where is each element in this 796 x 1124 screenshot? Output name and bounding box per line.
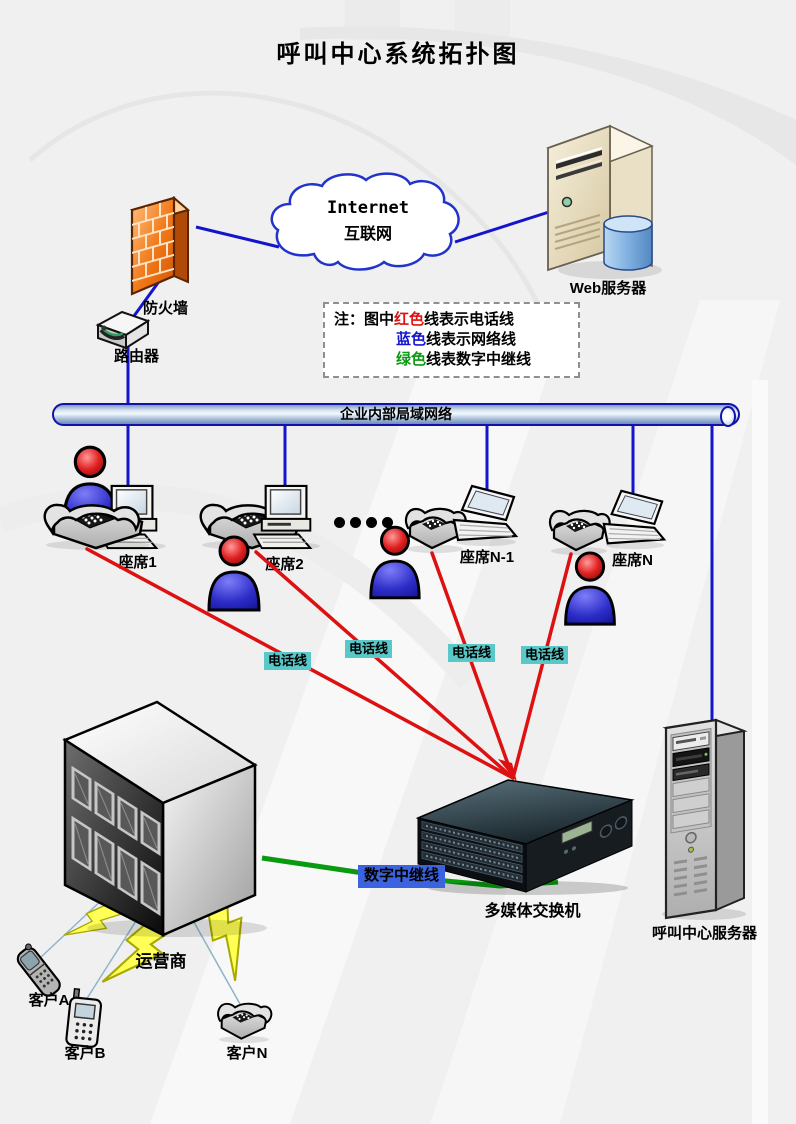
legend-blue-rest: 线表示网络线 xyxy=(426,331,517,348)
digital-trunk-label: 数字中继线 xyxy=(358,865,446,888)
agent-person-icon xyxy=(560,550,620,628)
media-switch-label: 多媒体交换机 xyxy=(484,903,581,920)
media-switch-icon xyxy=(415,774,635,896)
agentN1-label: 座席N-1 xyxy=(459,549,515,566)
lan-pipe-endcap xyxy=(720,406,736,427)
firewall-label: 防火墙 xyxy=(142,300,188,317)
tower-server-icon xyxy=(658,716,752,920)
internet-cloud-icon: Internet 互联网 xyxy=(262,170,474,282)
laptop-icon xyxy=(448,484,520,548)
lan-label: 企业内部局域网络 xyxy=(340,406,452,422)
agent2-label: 座席2 xyxy=(265,556,304,573)
cloud-text: Internet 互联网 xyxy=(262,198,474,244)
desk-phone-icon xyxy=(402,498,468,554)
internet-label: Internet xyxy=(327,198,409,218)
legend-line-phone: 注：图中红色线表示电话线 xyxy=(334,310,572,330)
legend-green-word: 绿色 xyxy=(396,351,427,368)
agent1-label: 座席1 xyxy=(118,554,157,571)
legend-red-rest: 线表示电话线 xyxy=(424,311,515,328)
clientB-label: 客户B xyxy=(64,1045,106,1062)
call-center-server-label: 呼叫中心服务器 xyxy=(651,925,757,942)
legend-note: 注：图中红色线表示电话线 蓝色线表示网络线 绿色线表数字中继线 xyxy=(323,302,580,378)
client-link-a xyxy=(39,895,107,959)
desk-phone-icon xyxy=(38,492,160,550)
web-server-label: Web服务器 xyxy=(569,280,647,297)
network-line-cloud-firewall xyxy=(195,225,280,249)
desk-phone-icon xyxy=(214,994,274,1044)
router-label: 路由器 xyxy=(113,348,159,365)
clientN-label: 客户N xyxy=(226,1045,268,1062)
lan-pipe: 企业内部局域网络 xyxy=(52,403,740,427)
agentN-label: 座席N xyxy=(612,552,653,569)
legend-red-word: 红色 xyxy=(394,311,425,328)
client-link-n xyxy=(185,907,241,1005)
laptop-icon xyxy=(598,488,668,552)
network-line-cloud-webserver xyxy=(454,210,550,244)
legend-prefix: 注：图中 xyxy=(334,311,395,328)
internet-label-cn: 互联网 xyxy=(343,226,392,243)
database-cylinder-icon xyxy=(603,215,653,271)
page-title: 呼叫中心系统拓扑图 xyxy=(276,42,520,68)
web-server-icon xyxy=(540,118,664,279)
legend-line-trunk: 绿色线表数字中继线 xyxy=(334,350,572,370)
phone-line-label: 电话线 xyxy=(264,652,312,671)
legend-blue-word: 蓝色 xyxy=(396,331,427,348)
phone-line-label: 电话线 xyxy=(521,646,569,665)
flip-phone-icon xyxy=(10,942,68,1004)
mobile-phone-icon xyxy=(65,987,104,1048)
carrier-label: 运营商 xyxy=(135,952,187,971)
firewall-icon xyxy=(128,195,202,300)
phone-line-label: 电话线 xyxy=(345,640,393,659)
legend-line-network: 蓝色线表示网络线 xyxy=(334,330,572,350)
agent-person-icon xyxy=(204,534,264,614)
legend-green-rest: 线表数字中继线 xyxy=(426,351,532,368)
clientA-label: 客户A xyxy=(28,992,70,1009)
router-icon xyxy=(94,308,152,352)
carrier-building-icon xyxy=(57,698,267,938)
ellipsis-dots xyxy=(334,517,393,528)
phone-line-label: 电话线 xyxy=(448,644,496,663)
